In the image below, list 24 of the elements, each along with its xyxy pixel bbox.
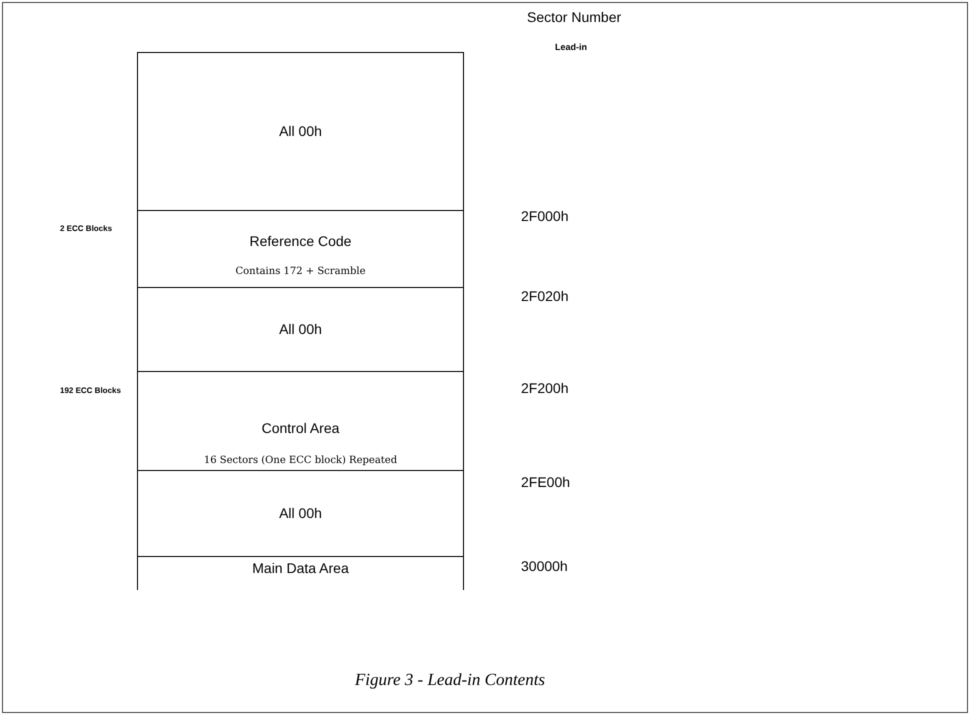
region-name: Main Data Area: [252, 560, 349, 576]
memory-band: [137, 210, 464, 287]
figure-caption: Figure 3 - Lead-in Contents: [354, 670, 546, 689]
sector-number: 2F020h: [521, 288, 568, 304]
sector-number: 2F200h: [521, 380, 568, 396]
sector-number: 2FE00h: [521, 474, 570, 490]
region-label: Lead-in: [555, 42, 588, 52]
block-count-note: 192 ECC Blocks: [60, 385, 122, 396]
sector-number: 30000h: [521, 558, 568, 574]
region-description: Contains 172 + Scramble: [235, 266, 366, 277]
open-memory-band: [137, 556, 464, 590]
memory-band: [137, 52, 464, 210]
region-name: All 00h: [279, 321, 322, 337]
memory-band: [137, 371, 464, 470]
column-heading: Sector Number: [527, 9, 622, 25]
region-name: Control Area: [262, 420, 340, 436]
region-name: All 00h: [279, 123, 322, 139]
memory-band: [137, 470, 464, 556]
region-name: Reference Code: [250, 233, 352, 249]
sector-number: 2F000h: [521, 208, 568, 224]
region-name: All 00h: [279, 505, 322, 521]
block-count-note: 2 ECC Blocks: [60, 223, 114, 234]
region-description: 16 Sectors (One ECC block) Repeated: [204, 455, 398, 466]
memory-band: [137, 287, 464, 371]
